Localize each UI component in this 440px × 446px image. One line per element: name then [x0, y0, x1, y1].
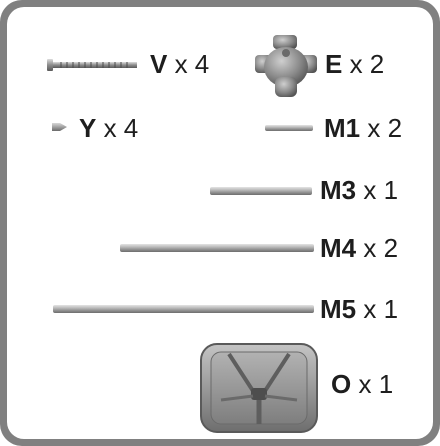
part-label-m3: M3 x 1: [320, 177, 398, 203]
part-label-y: Y x 4: [79, 115, 138, 141]
part-code: M4: [320, 233, 357, 263]
long-tube-icon: [53, 305, 314, 313]
tube-icon: [120, 244, 314, 252]
part-label-m4: M4 x 2: [320, 235, 398, 261]
tube-icon: [210, 187, 312, 195]
part-label-m5: M5 x 1: [320, 296, 398, 322]
part-code: Y: [79, 113, 97, 143]
part-quantity: x 4: [103, 113, 139, 143]
part-quantity: x 1: [363, 294, 399, 324]
part-code: V: [150, 49, 168, 79]
part-quantity: x 2: [367, 113, 403, 143]
connector-joint-icon: [253, 33, 319, 104]
part-code: M3: [320, 175, 357, 205]
parts-list-panel: V x 4 E x: [7, 7, 433, 439]
screw-icon: [47, 57, 139, 78]
part-label-v: V x 4: [150, 51, 209, 77]
part-quantity: x 4: [174, 49, 210, 79]
part-code: E: [325, 49, 343, 79]
part-quantity: x 2: [349, 49, 385, 79]
part-label-e: E x 2: [325, 51, 384, 77]
seat-harness-icon: [199, 342, 319, 439]
part-code: O: [331, 369, 352, 399]
end-cap-icon: [51, 120, 69, 139]
part-code: M5: [320, 294, 357, 324]
part-quantity: x 1: [363, 175, 399, 205]
part-quantity: x 2: [363, 233, 399, 263]
part-label-m1: M1 x 2: [324, 115, 402, 141]
part-code: M1: [324, 113, 361, 143]
part-quantity: x 1: [358, 369, 394, 399]
part-label-o: O x 1: [331, 371, 393, 397]
short-tube-icon: [265, 125, 313, 131]
